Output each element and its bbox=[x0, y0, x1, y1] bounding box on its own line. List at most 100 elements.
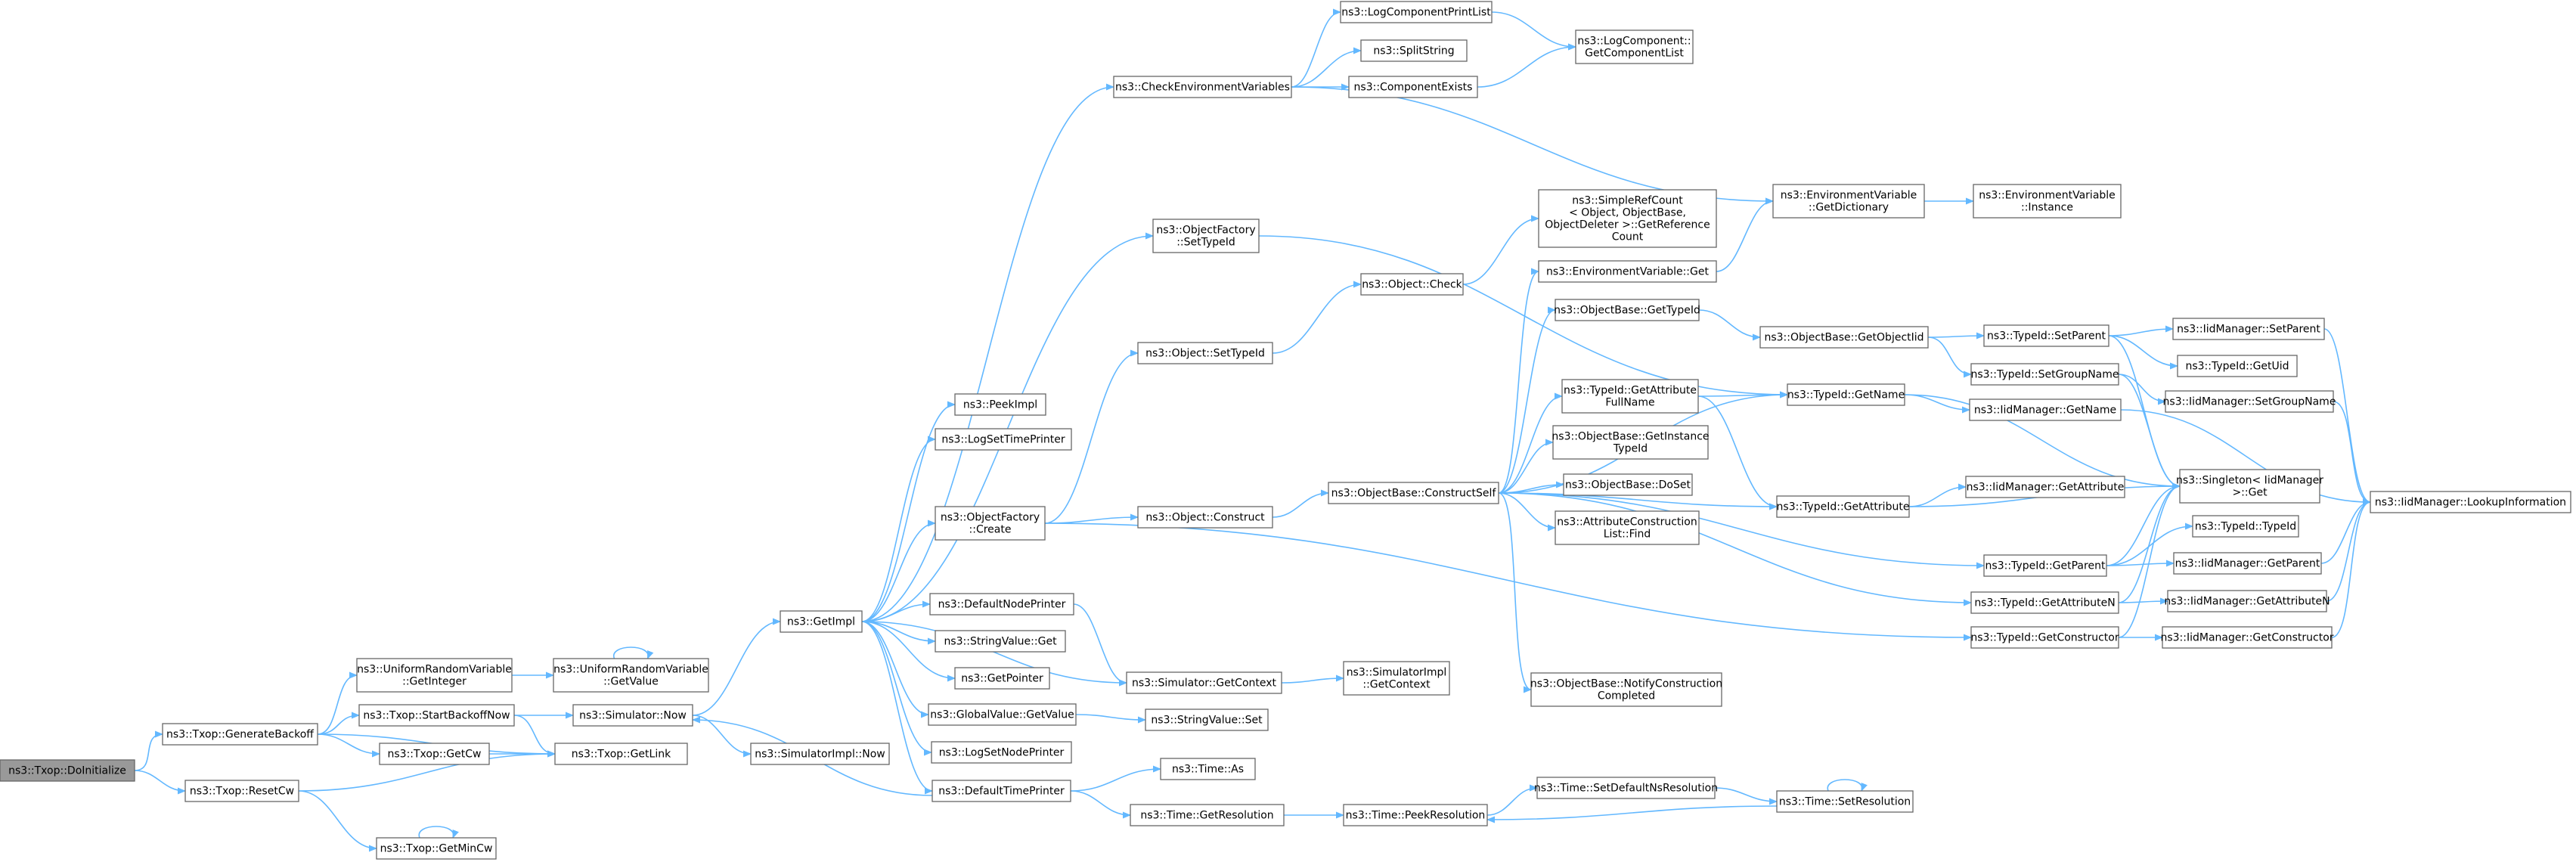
node-set-default-ns-res[interactable]: ns3::Time::SetDefaultNsResolution bbox=[1534, 777, 1718, 799]
node-type-id-get-uid[interactable]: ns3::TypeId::GetUid bbox=[2177, 355, 2298, 377]
node-get-cw[interactable]: ns3::Txop::GetCw bbox=[379, 743, 490, 765]
node-start-backoff-now[interactable]: ns3::Txop::StartBackoffNow bbox=[358, 704, 515, 727]
node-iid-set-parent[interactable]: ns3::IidManager::SetParent bbox=[2172, 318, 2325, 340]
node-type-id-set-group-name[interactable]: ns3::TypeId::SetGroupName bbox=[1970, 363, 2119, 386]
node-obj-construct[interactable]: ns3::Object::Construct bbox=[1137, 506, 1273, 529]
node-box bbox=[1575, 29, 1694, 64]
node-iid-get-name[interactable]: ns3::IidManager::GetName bbox=[1969, 398, 2122, 421]
node-box bbox=[935, 630, 1066, 653]
node-type-id-get-attribute-n[interactable]: ns3::TypeId::GetAttributeN bbox=[1970, 591, 2119, 614]
node-box bbox=[1113, 76, 1292, 98]
call-edges bbox=[134, 8, 2372, 852]
node-type-id-type-id[interactable]: ns3::TypeId::TypeId bbox=[2192, 515, 2299, 538]
node-iid-get-attribute[interactable]: ns3::IidManager::GetAttribute bbox=[1965, 476, 2125, 498]
node-get-link[interactable]: ns3::Txop::GetLink bbox=[554, 743, 688, 765]
node-do-initialize[interactable]: ns3::Txop::DoInitialize bbox=[0, 759, 135, 782]
node-notify-construction[interactable]: ns3::ObjectBase::NotifyConstructionCompl… bbox=[1530, 672, 1722, 707]
node-simple-ref-count[interactable]: ns3::SimpleRefCount< Object, ObjectBase,… bbox=[1538, 189, 1717, 248]
node-string-value-set[interactable]: ns3::StringValue::Set bbox=[1145, 709, 1269, 731]
node-iid-get-parent[interactable]: ns3::IidManager::GetParent bbox=[2173, 552, 2322, 575]
node-singleton-get[interactable]: ns3::Singleton< IidManager>::Get bbox=[2176, 469, 2323, 504]
node-sim-impl-get-context[interactable]: ns3::SimulatorImpl::GetContext bbox=[1343, 661, 1450, 696]
node-obj-set-type-id[interactable]: ns3::Object::SetTypeId bbox=[1137, 342, 1273, 364]
node-label: ::Instance bbox=[2021, 202, 2073, 214]
node-label: ns3::Time::As bbox=[1172, 764, 1244, 776]
node-get-pointer[interactable]: ns3::GetPointer bbox=[954, 667, 1050, 690]
node-default-time-printer[interactable]: ns3::DefaultTimePrinter bbox=[932, 780, 1071, 802]
node-obget-type-id[interactable]: ns3::ObjectBase::GetTypeId bbox=[1554, 299, 1700, 321]
node-peek-impl[interactable]: ns3::PeekImpl bbox=[954, 393, 1046, 416]
node-sim-impl-now[interactable]: ns3::SimulatorImpl::Now bbox=[750, 743, 890, 765]
node-label: ns3::Txop::DoInitialize bbox=[8, 765, 126, 777]
node-label: ns3::IidManager::SetParent bbox=[2177, 324, 2320, 336]
node-label: ns3::Simulator::Now bbox=[579, 710, 687, 722]
node-get-component-list[interactable]: ns3::LogComponent::GetComponentList bbox=[1575, 29, 1694, 64]
node-box bbox=[1772, 184, 1925, 219]
node-construct-self[interactable]: ns3::ObjectBase::ConstructSelf bbox=[1328, 482, 1499, 504]
node-label: ns3::CheckEnvironmentVariables bbox=[1115, 82, 1290, 94]
node-time-set-resolution[interactable]: ns3::Time::SetResolution bbox=[1776, 790, 1914, 813]
node-component-exists[interactable]: ns3::ComponentExists bbox=[1348, 76, 1478, 98]
node-iid-get-constructor[interactable]: ns3::IidManager::GetConstructor bbox=[2160, 626, 2334, 649]
node-type-id-get-parent[interactable]: ns3::TypeId::GetParent bbox=[1983, 554, 2107, 577]
node-box bbox=[0, 759, 135, 782]
node-default-node-printer[interactable]: ns3::DefaultNodePrinter bbox=[929, 593, 1074, 615]
edge-construct-self-to-attr-construction-find bbox=[1498, 492, 1557, 532]
edge-get-min-cw-to-get-min-cw bbox=[418, 826, 459, 839]
node-get-min-cw[interactable]: ns3::Txop::GetMinCw bbox=[376, 837, 497, 860]
node-ofset-type-id[interactable]: ns3::ObjectFactory::SetTypeId bbox=[1152, 219, 1260, 253]
node-label: ns3::EnvironmentVariable::Get bbox=[1546, 266, 1709, 278]
node-env-var-get[interactable]: ns3::EnvironmentVariable::Get bbox=[1538, 260, 1717, 283]
node-box bbox=[1552, 425, 1709, 460]
node-box bbox=[1348, 76, 1478, 98]
node-split-string[interactable]: ns3::SplitString bbox=[1360, 39, 1468, 62]
node-reset-cw[interactable]: ns3::Txop::ResetCw bbox=[184, 780, 299, 802]
node-box bbox=[553, 658, 709, 693]
edge-get-attr-full-name-to-type-id-get-name bbox=[1697, 391, 1789, 398]
node-box bbox=[954, 393, 1046, 416]
node-get-integer[interactable]: ns3::UniformRandomVariable::GetInteger bbox=[356, 658, 513, 693]
node-get-impl[interactable]: ns3::GetImpl bbox=[780, 610, 863, 633]
node-time-as[interactable]: ns3::Time::As bbox=[1160, 758, 1256, 780]
node-urvget-value[interactable]: ns3::UniformRandomVariable::GetValue bbox=[553, 658, 709, 693]
node-log-set-time-printer[interactable]: ns3::LogSetTimePrinter bbox=[935, 428, 1072, 451]
node-type-id-get-name[interactable]: ns3::TypeId::GetName bbox=[1787, 383, 1905, 406]
node-label: ns3::StringValue::Set bbox=[1151, 715, 1263, 727]
node-env-instance[interactable]: ns3::EnvironmentVariable::Instance bbox=[1973, 184, 2122, 219]
node-ofcreate[interactable]: ns3::ObjectFactory::Create bbox=[935, 506, 1046, 541]
node-obj-check[interactable]: ns3::Object::Check bbox=[1360, 273, 1464, 296]
node-label: ns3::SimpleRefCount bbox=[1572, 195, 1683, 207]
edge-check-env-to-log-comp-print-list bbox=[1291, 8, 1342, 88]
edge-type-id-set-parent-to-type-id-get-uid bbox=[2108, 335, 2179, 370]
node-type-id-get-constructor[interactable]: ns3::TypeId::GetConstructor bbox=[1970, 626, 2119, 649]
node-time-get-resolution[interactable]: ns3::Time::GetResolution bbox=[1130, 804, 1285, 826]
node-check-env[interactable]: ns3::CheckEnvironmentVariables bbox=[1113, 76, 1292, 98]
node-global-value-get-value[interactable]: ns3::GlobalValue::GetValue bbox=[928, 703, 1077, 726]
node-env-get-dictionary[interactable]: ns3::EnvironmentVariable::GetDictionary bbox=[1772, 184, 1925, 219]
node-log-set-node-printer[interactable]: ns3::LogSetNodePrinter bbox=[931, 741, 1072, 764]
node-box bbox=[2179, 469, 2320, 504]
node-sim-get-context[interactable]: ns3::Simulator::GetContext bbox=[1126, 671, 1282, 694]
node-iid-get-attribute-n[interactable]: ns3::IidManager::GetAttributeN bbox=[2164, 590, 2330, 612]
node-generate-backoff[interactable]: ns3::Txop::GenerateBackoff bbox=[162, 723, 318, 746]
node-peek-resolution[interactable]: ns3::Time::PeekResolution bbox=[1343, 804, 1488, 826]
node-do-set[interactable]: ns3::ObjectBase::DoSet bbox=[1563, 473, 1693, 496]
node-type-id-set-parent[interactable]: ns3::TypeId::SetParent bbox=[1983, 324, 2109, 347]
node-log-comp-print-list[interactable]: ns3::LogComponentPrintList bbox=[1340, 1, 1493, 23]
node-lookup-information[interactable]: ns3::IidManager::LookupInformation bbox=[2370, 491, 2571, 513]
node-get-object-iid[interactable]: ns3::ObjectBase::GetObjectIid bbox=[1759, 326, 1929, 349]
node-type-id-get-attribute[interactable]: ns3::TypeId::GetAttribute bbox=[1776, 495, 1910, 518]
node-sim-now[interactable]: ns3::Simulator::Now bbox=[572, 704, 693, 727]
node-iid-set-group-name[interactable]: ns3::IidManager::SetGroupName bbox=[2163, 390, 2336, 413]
node-label: ns3::ObjectBase::ConstructSelf bbox=[1331, 488, 1497, 500]
node-box bbox=[1126, 671, 1282, 694]
edge-iid-get-parent-to-lookup-information bbox=[2320, 498, 2372, 564]
node-label: ns3::GetPointer bbox=[961, 673, 1043, 685]
edge-time-set-resolution-to-peek-resolution bbox=[1486, 805, 1778, 823]
node-label: ns3::TypeId::GetAttribute bbox=[1564, 385, 1697, 397]
node-string-value-get[interactable]: ns3::StringValue::Get bbox=[935, 630, 1066, 653]
